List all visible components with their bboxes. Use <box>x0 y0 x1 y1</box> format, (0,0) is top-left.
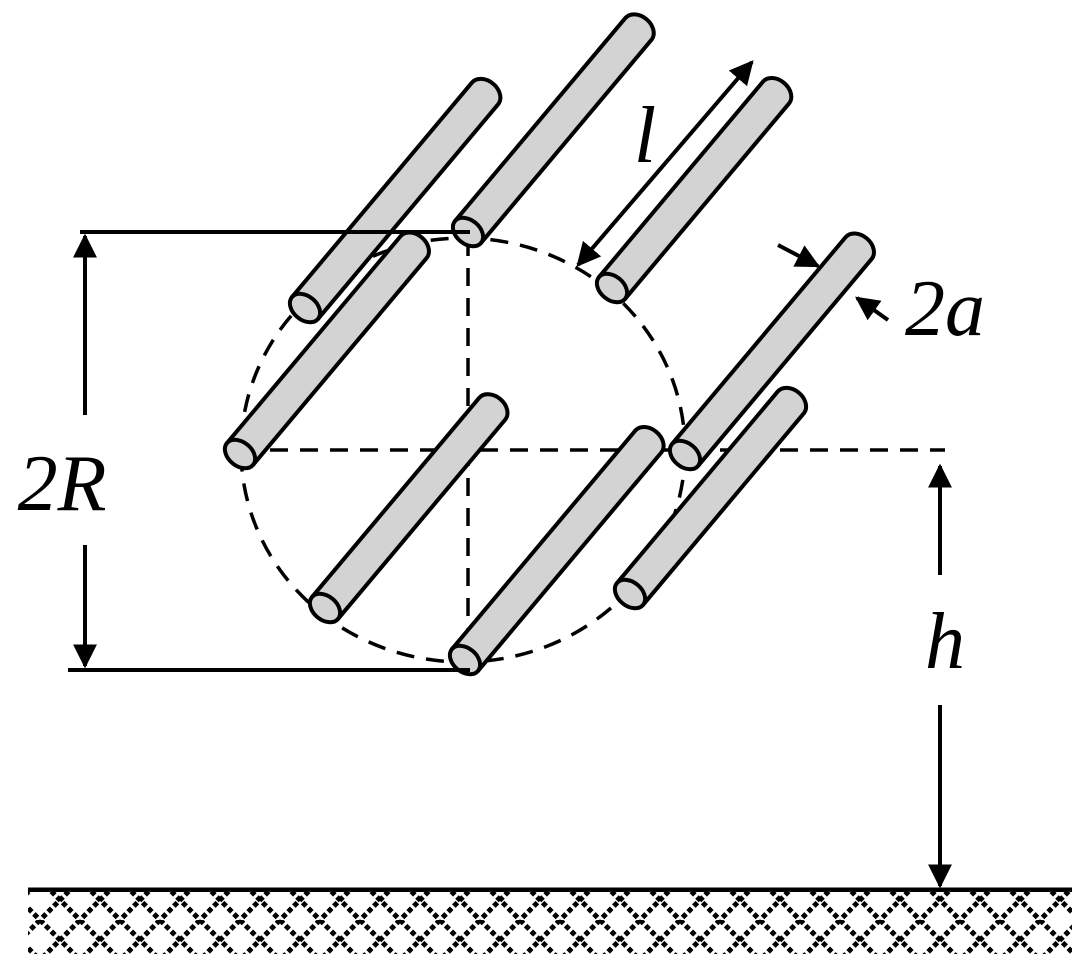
rod-body <box>449 425 666 673</box>
rod-2 <box>450 12 656 249</box>
dimension-l: l <box>576 60 754 267</box>
ground <box>28 887 1072 954</box>
rod-end-cap <box>307 591 343 625</box>
rod-body <box>224 230 431 467</box>
rod-end-cap <box>667 438 703 472</box>
rod-4 <box>612 385 809 611</box>
h-label: h <box>925 598 965 686</box>
rod-body <box>614 385 809 607</box>
rod-end-cap <box>594 271 630 305</box>
rod-body <box>669 231 876 468</box>
rod-3 <box>594 76 794 305</box>
2a-label: 2a <box>905 265 985 353</box>
rod-body <box>596 76 794 301</box>
rod-group <box>222 12 876 677</box>
rod-end-cap <box>287 291 323 325</box>
2R-label: 2R <box>18 440 107 528</box>
rod-1 <box>287 76 503 325</box>
dimension-2R: 2R <box>18 230 470 672</box>
l-label: l <box>634 92 656 180</box>
rod-5 <box>307 392 510 625</box>
rod-end-cap <box>612 577 648 611</box>
dimension-h: h <box>925 463 965 889</box>
ground-hatching <box>28 892 1072 954</box>
rod-body <box>289 76 503 321</box>
2a-lower-arrow <box>855 296 890 322</box>
l-arrow-line <box>576 60 754 267</box>
rod-body <box>309 392 510 621</box>
2a-upper-arrow <box>777 243 821 268</box>
rod-7 <box>667 231 876 472</box>
rod-end-cap <box>222 437 258 471</box>
rod-6 <box>222 230 431 471</box>
dimension-2a: 2a <box>777 243 985 353</box>
